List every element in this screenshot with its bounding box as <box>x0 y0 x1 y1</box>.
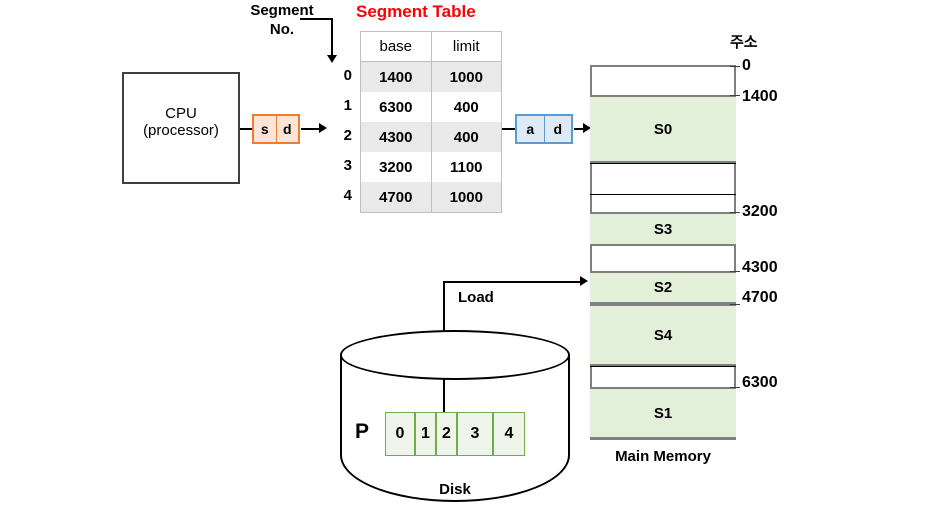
memory-block-s3: S3 <box>590 212 736 246</box>
row-index-0: 0 <box>343 67 352 84</box>
cpu-to-logical-line <box>240 128 253 130</box>
address-tick-0 <box>730 66 740 67</box>
column-header-limit: limit <box>430 32 502 61</box>
logical-address-register: s d <box>252 114 300 144</box>
physical-to-memory-arrowhead-icon <box>583 123 591 133</box>
disk-cylinder-top <box>340 330 570 380</box>
disk-segment-0: 0 <box>385 412 415 456</box>
table-to-physical-line <box>502 128 516 130</box>
memory-block-s0: S0 <box>590 95 736 163</box>
main-memory-caption: Main Memory <box>615 448 711 465</box>
segment-table-title: Segment Table <box>356 2 476 21</box>
address-tick-1400 <box>730 95 740 96</box>
address-label-3200: 3200 <box>742 203 778 220</box>
segment-no-elbow-horizontal <box>300 18 333 20</box>
logical-offset-cell: d <box>275 116 299 142</box>
memory-divider-2 <box>590 194 736 195</box>
memory-block-s4: S4 <box>590 304 736 366</box>
table-row: 4300 400 <box>361 122 501 152</box>
segment-table-header-row: base limit <box>361 32 501 62</box>
segment-no-elbow-vertical <box>331 18 333 56</box>
logical-to-table-line <box>301 128 320 130</box>
memory-divider-3 <box>590 366 736 367</box>
cpu-box <box>122 72 240 184</box>
address-label-4700: 4700 <box>742 289 778 306</box>
disk-caption: Disk <box>439 481 471 498</box>
disk-segment-list: 0 1 2 3 4 <box>385 412 525 456</box>
address-tick-4700 <box>730 304 740 305</box>
physical-to-memory-line <box>574 128 588 130</box>
address-tick-6300 <box>730 387 740 388</box>
address-tick-3200 <box>730 212 740 213</box>
physical-address-register: a d <box>515 114 573 144</box>
address-label-4300: 4300 <box>742 259 778 276</box>
cell-limit: 1000 <box>430 62 502 92</box>
table-row: 6300 400 <box>361 92 501 122</box>
row-index-1: 1 <box>343 97 352 114</box>
segment-no-arrowhead-icon <box>327 55 337 63</box>
logical-segment-cell: s <box>260 121 269 137</box>
cell-base: 4300 <box>379 128 413 146</box>
address-caption: 주소 <box>730 34 758 51</box>
disk-segment-3: 3 <box>457 412 493 456</box>
disk-cylinder-body <box>340 355 570 455</box>
cell-limit: 1000 <box>430 182 502 212</box>
load-arrowhead-icon <box>580 276 588 286</box>
memory-block-s2: S2 <box>590 271 736 304</box>
memory-block-s1: S1 <box>590 387 736 439</box>
address-label-1400: 1400 <box>742 88 778 105</box>
physical-offset-cell: d <box>543 116 572 142</box>
table-row: 3200 1100 <box>361 152 501 182</box>
disk-segment-2: 2 <box>436 412 457 456</box>
disk-segment-4: 4 <box>493 412 525 456</box>
cell-base: 3200 <box>379 158 413 176</box>
logical-to-table-arrowhead-icon <box>319 123 327 133</box>
table-row: 1400 1000 <box>361 62 501 92</box>
cell-limit: 400 <box>430 122 502 152</box>
cell-limit: 400 <box>430 92 502 122</box>
address-label-0: 0 <box>742 57 751 74</box>
address-tick-4300 <box>730 271 740 272</box>
cpu-label: CPU (processor) <box>143 105 219 139</box>
load-label: Load <box>458 289 494 306</box>
cell-limit: 1100 <box>430 152 502 182</box>
cell-base: 1400 <box>379 68 413 86</box>
column-header-base: base <box>379 38 413 55</box>
load-arrow-horizontal <box>443 281 582 283</box>
cell-base: 6300 <box>379 98 413 116</box>
row-index-4: 4 <box>343 187 352 204</box>
row-index-2: 2 <box>343 127 352 144</box>
disk-process-label: P <box>355 420 370 443</box>
memory-divider-1 <box>590 163 736 164</box>
cell-base: 4700 <box>379 188 413 206</box>
table-row: 4700 1000 <box>361 182 501 212</box>
segment-no-label: Segment No. <box>250 2 314 38</box>
segment-table: base limit 1400 1000 6300 400 4300 400 3… <box>360 31 502 213</box>
physical-base-cell: a <box>526 121 535 137</box>
address-label-6300: 6300 <box>742 374 778 391</box>
disk-segment-1: 1 <box>415 412 436 456</box>
row-index-3: 3 <box>343 157 352 174</box>
